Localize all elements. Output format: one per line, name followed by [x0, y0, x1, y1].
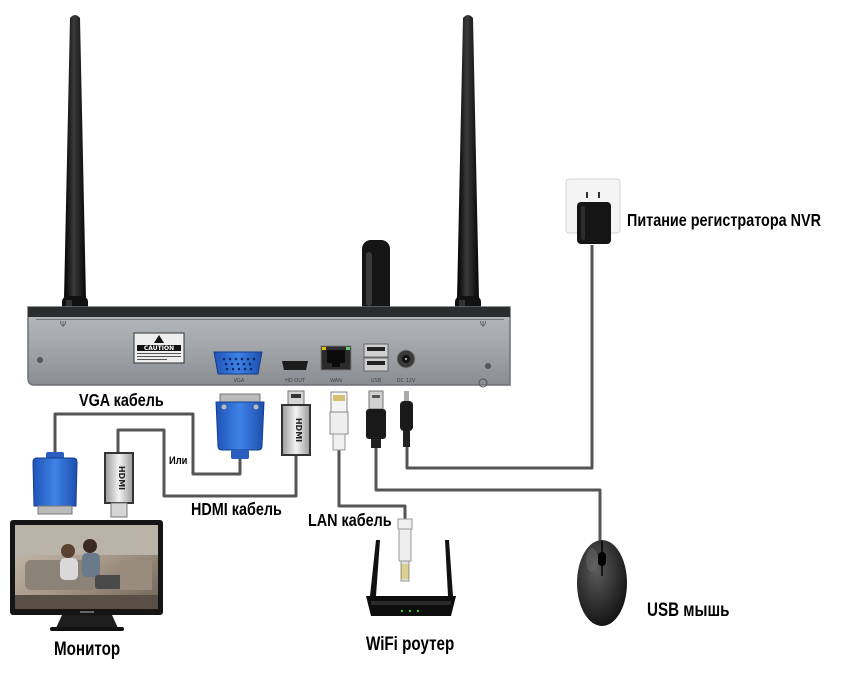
power-label: Питание регистратора NVR [627, 211, 821, 231]
hdmi-plug-monitor-text: HDMI [117, 466, 126, 490]
lan-plug-device [329, 391, 349, 451]
power-cable [405, 245, 594, 470]
lan-cable-label: LAN кабель [308, 511, 392, 531]
mouse-icon [577, 538, 627, 626]
hdmi-plug-monitor: HDMI [104, 452, 134, 518]
vga-cable-label: VGA кабель [79, 391, 164, 411]
usb-ports: USB [363, 343, 389, 384]
wan-port-label: WAN [330, 378, 342, 384]
antenna-right-icon [455, 15, 481, 344]
svg-text:Ψ: Ψ [480, 320, 486, 329]
dc-port: DC 12V [396, 349, 416, 384]
usb-port-label: USB [371, 378, 382, 384]
vga-cable [53, 412, 242, 476]
wifi-router-label: WiFi роутер [366, 632, 454, 654]
dc-port-label: DC 12V [397, 378, 416, 384]
hdmi-port-label: HD OUT [285, 378, 306, 384]
usb-plug-device [366, 390, 386, 448]
router-icon [366, 518, 456, 616]
dc-plug-device [400, 391, 413, 447]
usb-mouse-cable [374, 447, 602, 538]
or-label: Или [169, 455, 187, 467]
lan-cable [337, 450, 407, 520]
power-outlet-icon [565, 178, 621, 244]
caution-text: CAUTION [144, 345, 174, 352]
vga-plug-monitor [32, 452, 78, 515]
vga-port-label: VGA [234, 378, 245, 384]
monitor-icon [10, 520, 163, 631]
vga-plug-device [215, 393, 265, 459]
cables [53, 245, 602, 538]
antenna-left-icon [62, 15, 88, 344]
nvr-device: Ψ Ψ CAUTION VGA HD OUT [27, 306, 511, 388]
usb-mouse-label: USB мышь [647, 598, 729, 620]
caution-sticker: CAUTION [133, 332, 185, 364]
hdmi-cable [116, 428, 298, 498]
vga-port: VGA [213, 351, 263, 384]
svg-text:Ψ: Ψ [60, 320, 66, 329]
hdmi-plug-device: HDMI [281, 390, 311, 456]
hdmi-cable-label: HDMI кабель [191, 500, 282, 520]
hdmi-port: HD OUT [282, 361, 308, 384]
monitor-label: Монитор [54, 637, 120, 659]
hdmi-plug-text: HDMI [294, 418, 303, 442]
wan-port: WAN [320, 345, 352, 384]
